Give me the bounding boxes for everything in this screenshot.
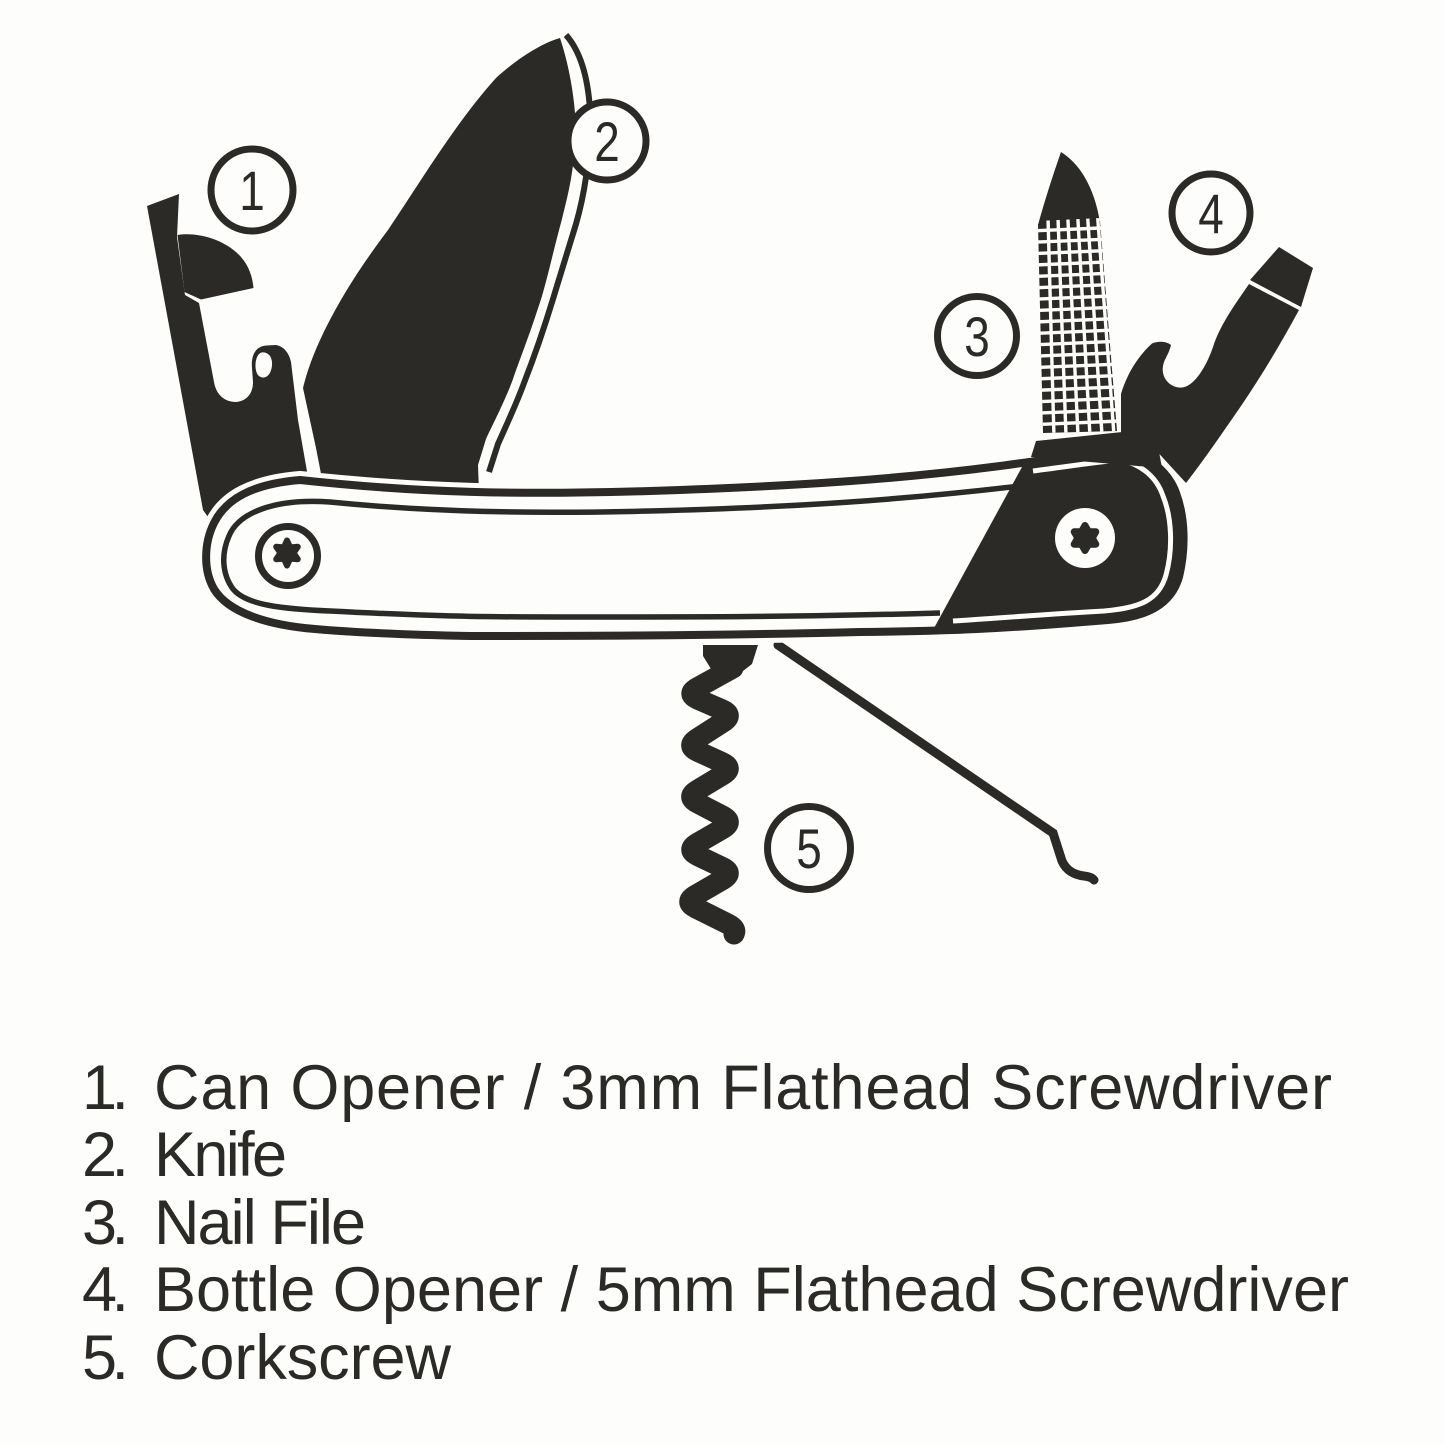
svg-text:Knife: Knife — [154, 1120, 287, 1190]
svg-text:Nail File: Nail File — [154, 1188, 366, 1258]
svg-text:Bottle Opener / 5mm Flathead S: Bottle Opener / 5mm Flathead Screwdriver — [154, 1255, 1349, 1325]
svg-text:3: 3 — [964, 306, 990, 368]
svg-text:Corkscrew: Corkscrew — [154, 1323, 452, 1393]
svg-text:5.: 5. — [82, 1323, 129, 1393]
svg-text:5: 5 — [796, 818, 822, 880]
svg-text:1: 1 — [239, 160, 265, 222]
svg-text:4.: 4. — [82, 1255, 129, 1325]
svg-text:2: 2 — [594, 111, 620, 173]
svg-text:3.: 3. — [82, 1188, 129, 1258]
svg-text:4: 4 — [1198, 183, 1224, 245]
svg-text:Can Opener / 3mm Flathead Scre: Can Opener / 3mm Flathead Screwdriver — [154, 1053, 1332, 1123]
svg-text:1.: 1. — [82, 1053, 129, 1123]
svg-text:2.: 2. — [82, 1120, 129, 1190]
